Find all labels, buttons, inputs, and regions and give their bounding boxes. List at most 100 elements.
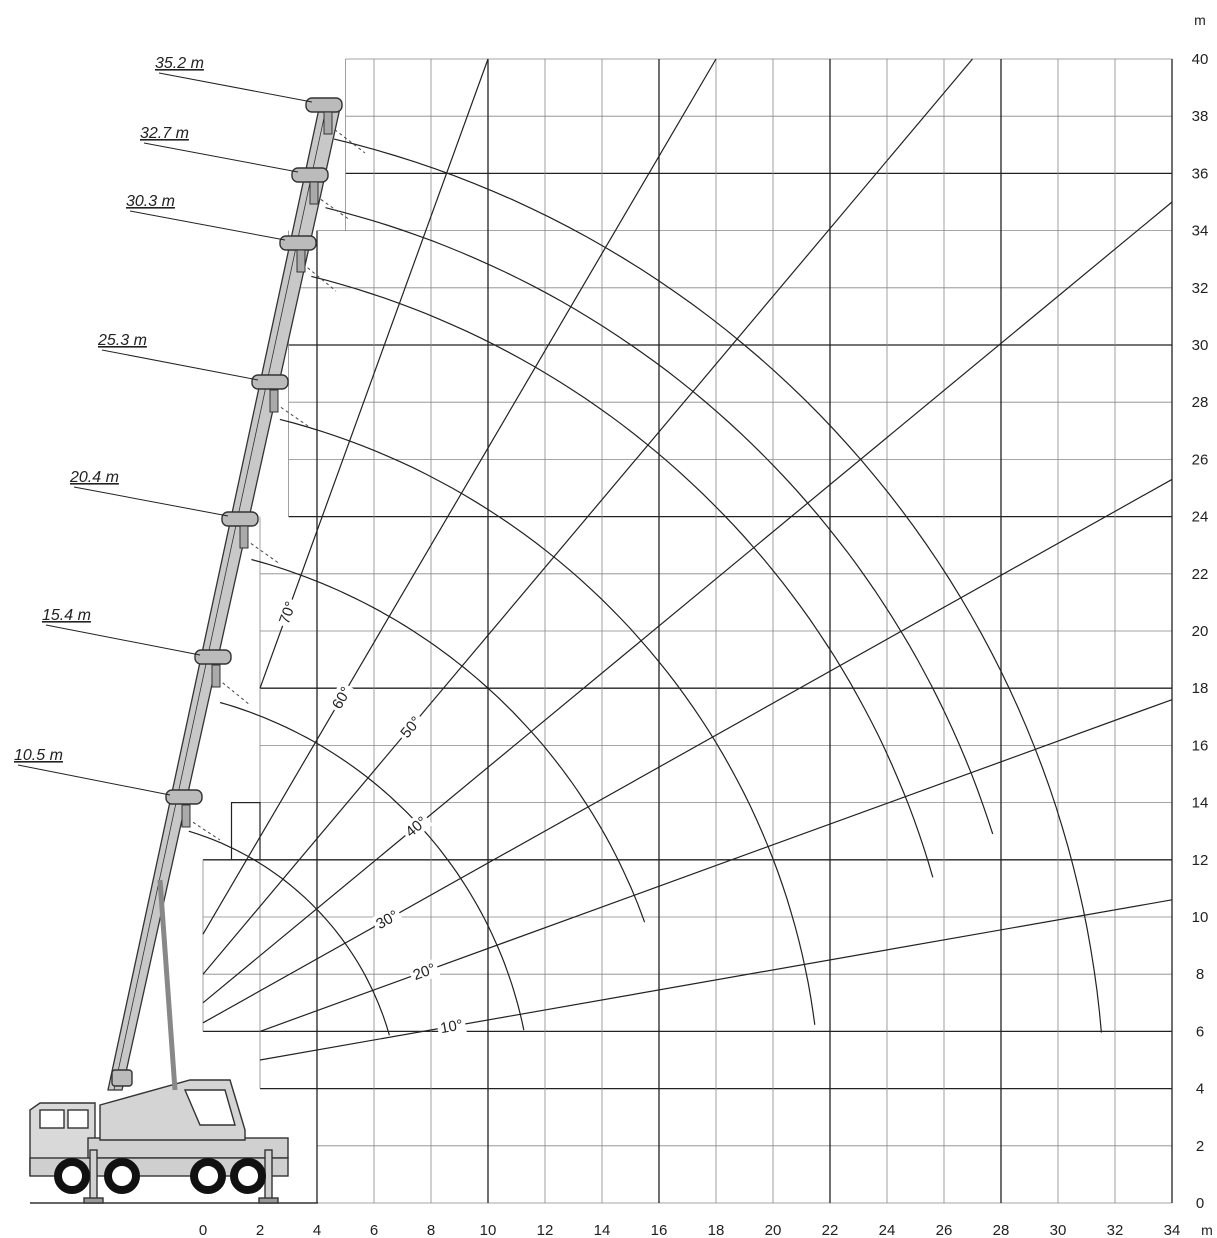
x-tick-label: 20	[765, 1222, 782, 1238]
boom-length-label: 35.2 m	[155, 55, 204, 72]
y-tick-label: 0	[1196, 1195, 1204, 1212]
boom-sheaves	[111, 97, 343, 1087]
crane-truck-graphic	[29, 97, 343, 1204]
label-leader	[101, 349, 259, 381]
hook-link	[187, 818, 221, 841]
x-tick-label: 34	[1164, 1222, 1181, 1238]
hook-link	[302, 263, 337, 292]
y-tick-label: 8	[1196, 966, 1204, 983]
truck-wheels	[54, 1158, 266, 1194]
y-tick-label: 24	[1192, 509, 1209, 526]
boom-length-label: 20.4 m	[69, 469, 119, 486]
y-tick-label: 2	[1196, 1138, 1204, 1155]
x-unit-label: m	[1201, 1222, 1213, 1238]
grid	[202, 58, 1173, 1204]
x-tick-label: 0	[199, 1222, 207, 1238]
y-tick-label: 18	[1192, 680, 1209, 697]
angle-line	[259, 899, 1173, 1061]
angle-label-bg	[407, 958, 441, 985]
angle-label-bg	[274, 596, 301, 629]
hook-block	[309, 181, 319, 205]
x-tick-label: 12	[537, 1222, 554, 1238]
angle-label-bg	[399, 810, 433, 843]
angle-line	[259, 58, 489, 689]
boom-length-label: 32.7 m	[140, 125, 189, 142]
label-leader	[158, 72, 313, 103]
y-tick-label: 34	[1192, 223, 1209, 240]
x-tick-label: 28	[993, 1222, 1010, 1238]
y-tick-label: 36	[1192, 165, 1209, 182]
y-tick-label: 4	[1196, 1081, 1204, 1098]
x-tick-label: 30	[1050, 1222, 1067, 1238]
y-tick-label: 38	[1192, 108, 1209, 125]
y-tick-label: 12	[1192, 852, 1209, 869]
x-tick-label: 6	[370, 1222, 378, 1238]
x-tick-label: 4	[313, 1222, 321, 1238]
x-tick-label: 10	[480, 1222, 497, 1238]
hook-link	[315, 195, 351, 221]
labels: 35.2 m 32.7 m 30.3 m 25.3 m 20.4 m 15.4 m 10.5…	[14, 55, 366, 841]
boom-edge	[113, 103, 328, 1091]
angle-line	[202, 58, 717, 935]
angle-lines: 70°60°50°40°30°20°10°	[202, 58, 1173, 1061]
angle-label-bg	[326, 681, 357, 715]
y-tick-label: 22	[1192, 566, 1209, 583]
y-tick-label: 30	[1192, 337, 1209, 354]
x-tick-label: 32	[1107, 1222, 1124, 1238]
hook-block	[239, 525, 249, 549]
y-tick-label: 10	[1192, 909, 1209, 926]
angle-label: 20°	[411, 960, 438, 984]
grid-step-box	[230, 801, 261, 861]
angle-label-bg	[370, 904, 404, 935]
label-leader	[129, 210, 286, 241]
hook-link	[217, 678, 251, 706]
angle-line	[202, 478, 1173, 1024]
angle-line	[202, 58, 973, 975]
angle-label-bg	[394, 710, 427, 744]
label-leader	[143, 142, 299, 173]
hook-block	[211, 664, 221, 688]
y-tick-label: 28	[1192, 394, 1209, 411]
y-tick-label: 14	[1192, 795, 1209, 812]
boom-length-label: 25.3 m	[97, 332, 147, 349]
hook-block	[181, 804, 191, 828]
y-tick-label: 26	[1192, 451, 1209, 468]
luffing-cylinder	[157, 879, 178, 1091]
boom-arc	[251, 558, 646, 923]
x-tick-label: 24	[879, 1222, 896, 1238]
x-tick-label: 16	[651, 1222, 668, 1238]
angle-label: 10°	[439, 1017, 464, 1038]
angle-label: 70°	[276, 599, 300, 626]
boom-arc	[333, 138, 1102, 1033]
boom-length-label: 10.5 m	[14, 747, 63, 764]
x-tick-label: 8	[427, 1222, 435, 1238]
hook-block	[296, 249, 306, 273]
label-leader	[73, 486, 229, 517]
label-leader	[45, 624, 201, 656]
boom-arcs	[188, 138, 1102, 1036]
boom-arc	[188, 830, 390, 1036]
x-tick-label: 2	[256, 1222, 264, 1238]
y-tick-label: 40	[1192, 51, 1209, 68]
hook-block	[323, 111, 333, 135]
hook-link	[245, 539, 281, 565]
x-tick-label: 18	[708, 1222, 725, 1238]
y-tick-label: 20	[1192, 623, 1209, 640]
y-tick-label: 6	[1196, 1023, 1204, 1040]
hook-link	[275, 403, 309, 427]
x-tick-label: 14	[594, 1222, 611, 1238]
boom-arc	[325, 207, 994, 835]
boom-arc	[279, 418, 816, 1025]
hook-block	[269, 389, 279, 413]
x-tick-label: 22	[822, 1222, 839, 1238]
angle-line	[202, 201, 1173, 1004]
boom-length-label: 15.4 m	[42, 607, 91, 624]
boom-length-label: 30.3 m	[126, 193, 175, 210]
crane-body	[29, 1079, 318, 1204]
hook-link	[329, 125, 366, 154]
x-tick-label: 26	[936, 1222, 953, 1238]
y-unit-label: m	[1194, 12, 1206, 28]
y-tick-label: 32	[1192, 280, 1209, 297]
